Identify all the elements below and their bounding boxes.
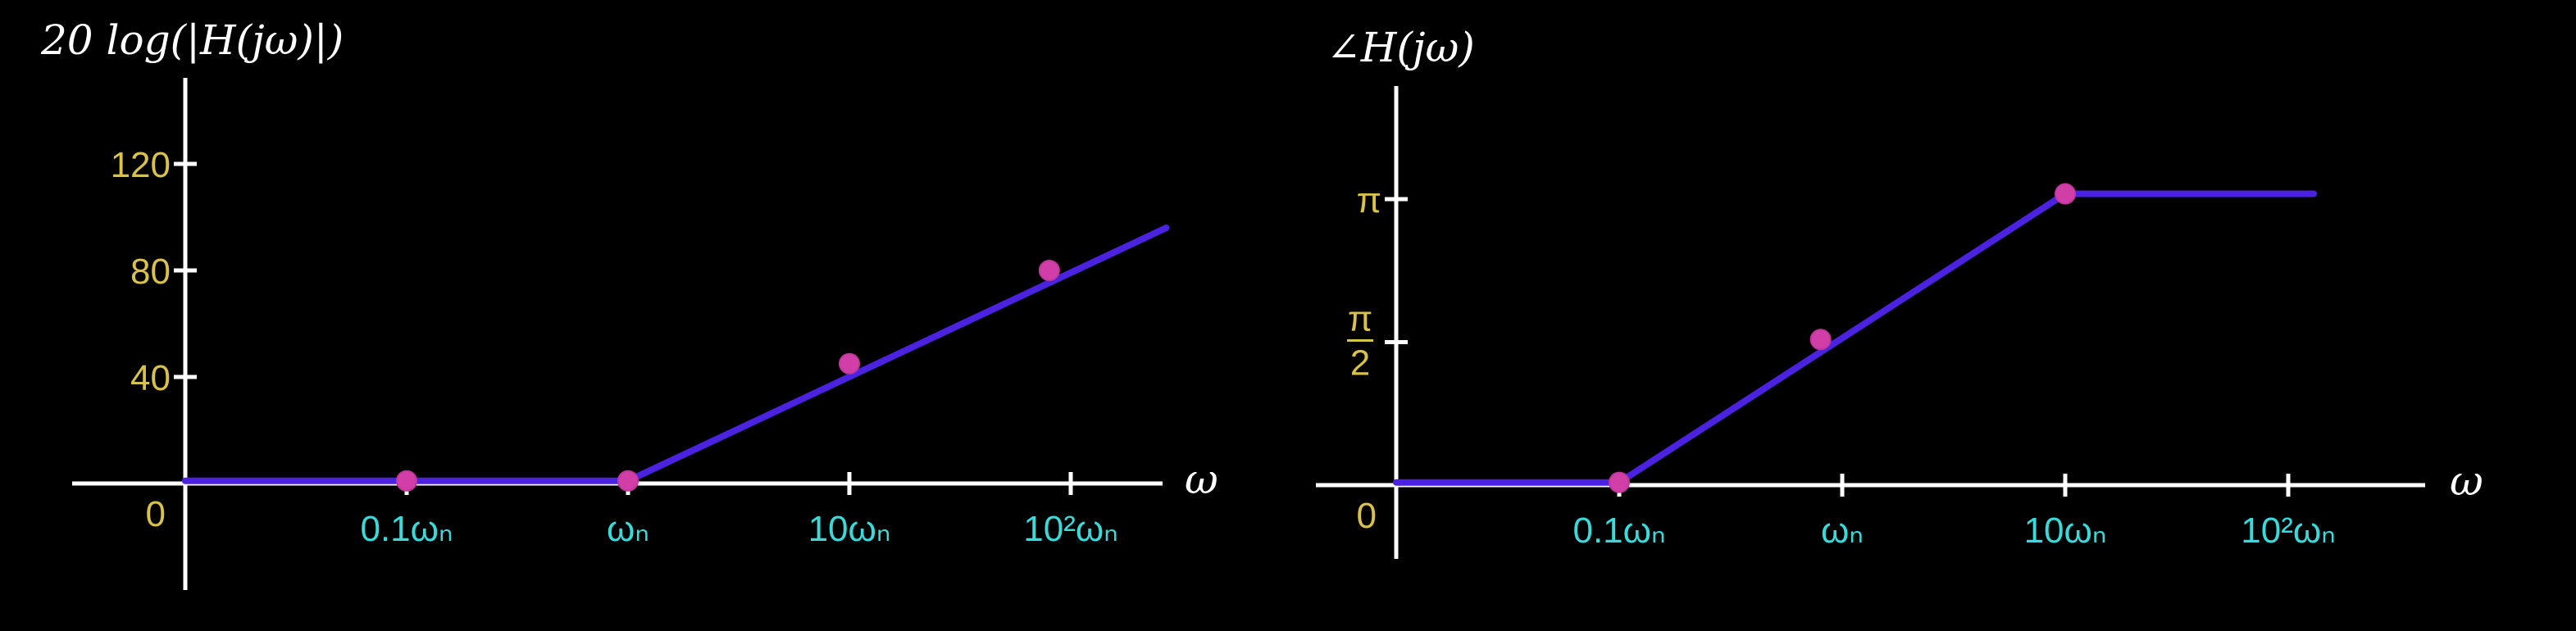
data-point — [1038, 260, 1060, 281]
y-tick-label-numerator: π — [1348, 298, 1372, 338]
y-axis-title: 20 log(|H(jω)|) — [40, 16, 344, 64]
chart-2: 0 π 2 π 0.1ωₙ ωₙ 10ωₙ 10²ωₙ ∠H(jω) ω — [1316, 24, 2483, 559]
x-tick-label: ωₙ — [1821, 511, 1864, 551]
x-tick-label: 10ωₙ — [2024, 511, 2107, 551]
x-axis-title: ω — [2450, 457, 2483, 505]
y-tick-label: 0 — [146, 494, 166, 534]
x-tick-label: 10²ωₙ — [2241, 511, 2335, 551]
data-point — [2055, 183, 2076, 205]
y-tick-label: π — [1357, 180, 1381, 220]
x-tick-label: 0.1ωₙ — [1572, 511, 1665, 551]
y-tick-label: 120 — [111, 145, 171, 185]
series-line — [1393, 190, 2317, 486]
data-point — [1809, 329, 1832, 351]
data-point — [1609, 471, 1630, 493]
x-tick-label: ωₙ — [607, 509, 649, 549]
y-axis-title: ∠H(jω) — [1327, 24, 1475, 71]
x-tick-label: 10²ωₙ — [1023, 509, 1117, 549]
x-axis-title: ω — [1185, 456, 1218, 503]
y-tick-label: 0 — [1357, 496, 1377, 536]
y-tick-label-denominator: 2 — [1350, 343, 1370, 383]
data-point — [396, 470, 417, 492]
x-tick-label: 10ωₙ — [808, 509, 891, 549]
series-line — [182, 225, 1170, 484]
x-tick-label: 0.1ωₙ — [360, 509, 453, 549]
chart-1: 0 40 80 120 0.1ωₙ ωₙ 10ωₙ 10²ωₙ 20 log(|H(jω)|) ω — [40, 16, 1218, 590]
y-tick-label: 40 — [130, 358, 171, 398]
data-point — [839, 352, 860, 375]
y-tick-label: 80 — [130, 252, 171, 292]
data-point — [617, 470, 639, 492]
